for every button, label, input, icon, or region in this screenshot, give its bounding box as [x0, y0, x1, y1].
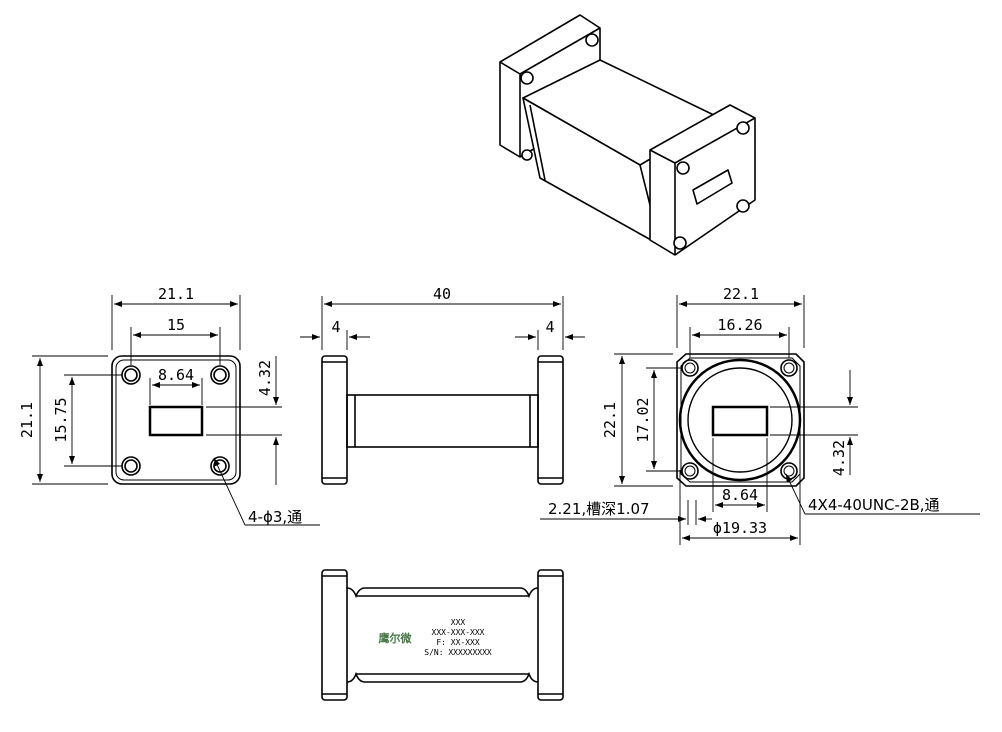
back-flange-hole: [521, 149, 533, 161]
dim-side-length: 40: [433, 285, 451, 303]
side-flange-left: [321, 355, 348, 485]
dim-left-width: 21.1: [158, 285, 194, 303]
dim-left-aperture-width: 8.64: [158, 366, 194, 384]
front-flange-hole: [736, 199, 750, 213]
right-flange-thread: [681, 462, 699, 480]
dim-right-aperture-height: 4.32: [830, 440, 848, 476]
left-hole-callout: 4-ϕ3,通: [248, 508, 302, 526]
dim-left-hole-spacing-v: 15.75: [52, 397, 70, 442]
right-end-view: 22.1 16.26 22.1 17.02 4.32 8.64 2.21,槽深1…: [540, 285, 980, 545]
front-flange-hole: [676, 161, 690, 175]
dim-right-height: 22.1: [601, 402, 619, 438]
front-flange: [649, 104, 756, 256]
right-aperture: [711, 405, 769, 437]
left-flange-outline: [111, 355, 241, 485]
nameplate-line2: XXX-XXX-XXX: [432, 628, 485, 637]
dim-right-aperture-width: 8.64: [722, 486, 758, 504]
left-flange-hole: [210, 365, 230, 385]
front-flange-hole: [736, 121, 750, 135]
right-flange-thread: [780, 462, 798, 480]
dim-right-hole-spacing-h: 16.26: [717, 316, 762, 334]
bottom-flange-right: [537, 569, 564, 701]
back-flange-hole: [585, 33, 599, 47]
choke-groove-inner: [687, 367, 793, 473]
dim-right-width: 22.1: [723, 285, 759, 303]
thread-callout: 4X4-40UNC-2B,通: [808, 496, 940, 514]
nameplate-line3: F: XX-XXX: [436, 638, 480, 647]
left-aperture: [148, 405, 204, 437]
dim-side-flange-right: 4: [545, 318, 554, 336]
dim-left-hole-spacing-h: 15: [167, 316, 185, 334]
right-flange-outline: [676, 353, 805, 487]
side-flange-right: [537, 355, 564, 485]
dim-left-height: 21.1: [18, 402, 36, 438]
choke-groove-outer: [678, 358, 802, 482]
back-flange-hole: [520, 71, 534, 85]
nameplate-logo: 鹰尔微: [379, 631, 413, 645]
left-end-view: 21.1 15 8.64 21.1 15.75 4.32 4-ϕ3,通: [18, 285, 320, 526]
dim-left-aperture-height: 4.32: [256, 360, 274, 396]
bottom-view: 鹰尔微 XXX XXX-XXX-XXX F: XX-XXX S/N: XXXXX…: [321, 569, 564, 701]
right-flange-thread: [780, 359, 798, 377]
dim-groove-diameter: ϕ19.33: [713, 519, 767, 537]
nameplate-line1: XXX: [451, 618, 466, 627]
isometric-view: [499, 14, 756, 256]
dim-right-hole-spacing-v: 17.02: [634, 397, 652, 442]
front-flange-hole: [673, 236, 687, 250]
left-flange-hole: [210, 456, 230, 476]
front-aperture: [692, 169, 733, 205]
side-view: 40 4 4: [300, 285, 585, 485]
side-body: [346, 394, 539, 448]
bottom-flange-left: [321, 569, 348, 701]
right-flange-thread: [681, 359, 699, 377]
dim-side-flange-left: 4: [331, 318, 340, 336]
groove-callout: 2.21,槽深1.07: [548, 500, 650, 518]
nameplate-line4: S/N: XXXXXXXXX: [424, 648, 492, 657]
